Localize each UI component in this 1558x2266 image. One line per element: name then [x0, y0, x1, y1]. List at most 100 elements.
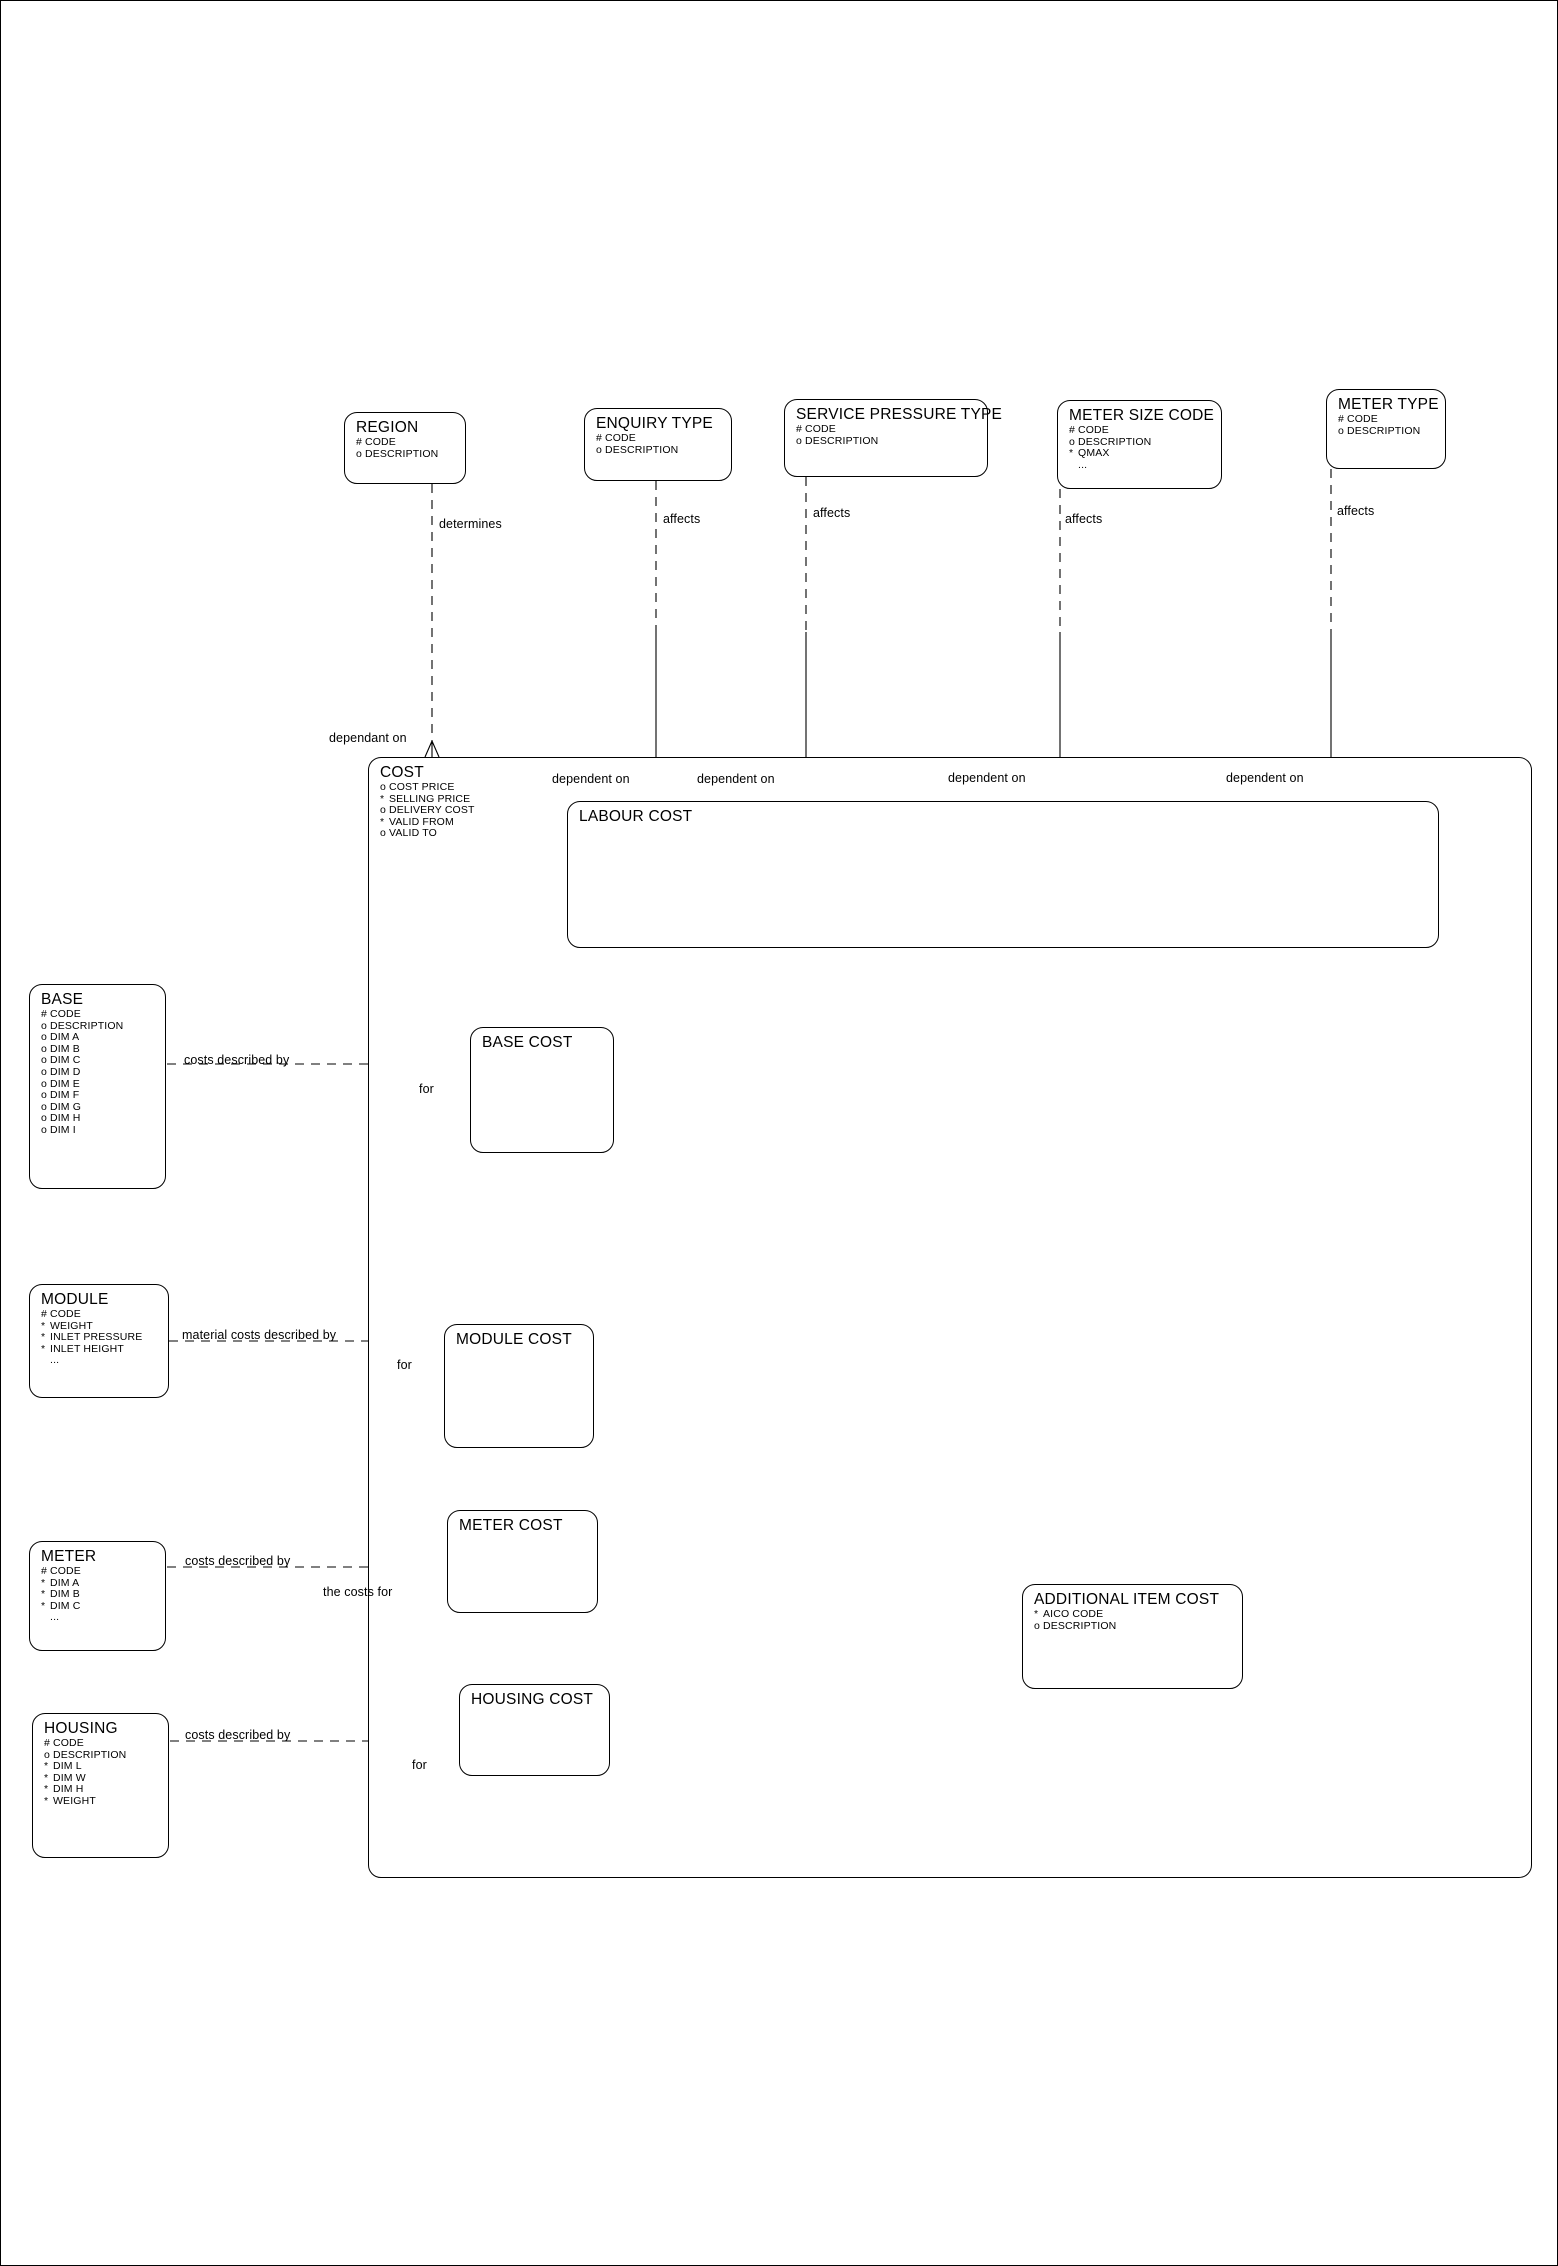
- attribute-label: WEIGHT: [50, 1319, 93, 1332]
- attribute-label: DESCRIPTION: [1347, 424, 1421, 437]
- relationship-label-base-costs-described-by: costs described by: [184, 1053, 290, 1067]
- entity-name: REGION: [356, 419, 419, 436]
- relationship-label-affects-enquiry: affects: [663, 512, 701, 526]
- relationship-label-dependent-on-3: dependent on: [948, 771, 1026, 785]
- attribute-row: *WEIGHT: [44, 1795, 168, 1808]
- attribute-marker: #: [41, 1308, 47, 1320]
- attribute-label: CODE: [805, 423, 836, 435]
- relationship-label-affects-meter-size: affects: [1065, 512, 1103, 526]
- attribute-marker: *: [41, 1331, 46, 1344]
- entity-module[interactable]: MODULE #CODE*WEIGHT*INLET PRESSURE*INLET…: [29, 1284, 169, 1398]
- attribute-row: ...: [1069, 459, 1221, 472]
- attribute-marker: o: [44, 1748, 50, 1761]
- attribute-row: *DIM H: [44, 1784, 168, 1796]
- attribute-marker: *: [41, 1576, 46, 1589]
- attribute-label: DIM C: [50, 1599, 81, 1612]
- attribute-marker: o: [41, 1100, 47, 1113]
- entity-labour-cost[interactable]: LABOUR COST: [567, 801, 1439, 948]
- attribute-marker: *: [41, 1599, 46, 1612]
- entity-base-cost[interactable]: BASE COST: [470, 1027, 614, 1153]
- attribute-marker: o: [41, 1089, 47, 1102]
- attribute-marker: #: [44, 1737, 50, 1749]
- attribute-label: DESCRIPTION: [1078, 435, 1152, 448]
- attribute-label: DESCRIPTION: [365, 447, 439, 460]
- attribute-list: #CODE*DIM A*DIM B*DIM C...: [30, 1565, 165, 1624]
- attribute-marker: o: [380, 827, 386, 840]
- attribute-marker: #: [41, 1565, 47, 1577]
- entity-meter[interactable]: METER #CODE*DIM A*DIM B*DIM C...: [29, 1541, 166, 1651]
- attribute-label: CODE: [1347, 413, 1378, 425]
- attribute-marker: *: [41, 1588, 46, 1601]
- connector-region-to-cost: [424, 484, 440, 758]
- attribute-marker: o: [1069, 435, 1075, 448]
- attribute-label: DIM C: [50, 1054, 81, 1067]
- entity-name: METER TYPE: [1338, 396, 1439, 413]
- attribute-row: #CODE: [44, 1737, 168, 1750]
- attribute-label: DESCRIPTION: [805, 434, 879, 447]
- attribute-row: *AICO CODE: [1034, 1608, 1242, 1621]
- attribute-label: DIM L: [53, 1760, 82, 1773]
- entity-name: METER COST: [459, 1517, 563, 1534]
- entity-module-cost[interactable]: MODULE COST: [444, 1324, 594, 1448]
- attribute-label: CODE: [50, 1565, 81, 1577]
- attribute-marker: o: [41, 1065, 47, 1078]
- attribute-marker: *: [41, 1319, 46, 1332]
- attribute-row: * DIM L: [44, 1760, 168, 1773]
- attribute-marker: #: [1338, 413, 1344, 425]
- attribute-row: #CODE: [1069, 424, 1221, 437]
- attribute-row: #CODE: [41, 1565, 165, 1578]
- attribute-marker: o: [41, 1042, 47, 1055]
- entity-meter-cost[interactable]: METER COST: [447, 1510, 598, 1613]
- entity-name: HOUSING COST: [471, 1691, 594, 1708]
- attribute-marker: *: [44, 1760, 49, 1773]
- attribute-list: #CODE*WEIGHT*INLET PRESSURE*INLET HEIGHT…: [30, 1308, 168, 1367]
- attribute-row: #CODE: [1338, 413, 1445, 426]
- attribute-marker: o: [380, 781, 386, 793]
- entity-name: METER SIZE CODE: [1069, 407, 1215, 424]
- attribute-row: * DIM A: [41, 1576, 165, 1590]
- attribute-row: #CODE: [41, 1008, 165, 1021]
- entity-name: ENQUIRY TYPE: [596, 415, 713, 432]
- connector-meter-size-code-to-labour-cost: [1052, 489, 1068, 802]
- attribute-marker: o: [796, 434, 802, 447]
- attribute-marker: o: [41, 1123, 47, 1136]
- attribute-label: VALID TO: [389, 827, 437, 840]
- attribute-marker: #: [41, 1008, 47, 1020]
- attribute-label: DIM A: [50, 1576, 80, 1589]
- relationship-label-module-material-costs-described-by: material costs described by: [182, 1328, 337, 1342]
- attribute-label: CODE: [605, 432, 636, 444]
- attribute-label: DIM E: [50, 1077, 80, 1090]
- attribute-marker: o: [41, 1077, 47, 1090]
- attribute-label: DESCRIPTION: [605, 443, 679, 456]
- entity-housing-cost[interactable]: HOUSING COST: [459, 1684, 610, 1776]
- relationship-label-dependent-on-4: dependent on: [1226, 771, 1304, 785]
- relationship-label-module-for: for: [397, 1358, 412, 1372]
- entity-name: LABOUR COST: [579, 808, 693, 825]
- entity-name: MODULE COST: [456, 1331, 572, 1348]
- attribute-label: DIM W: [53, 1771, 86, 1784]
